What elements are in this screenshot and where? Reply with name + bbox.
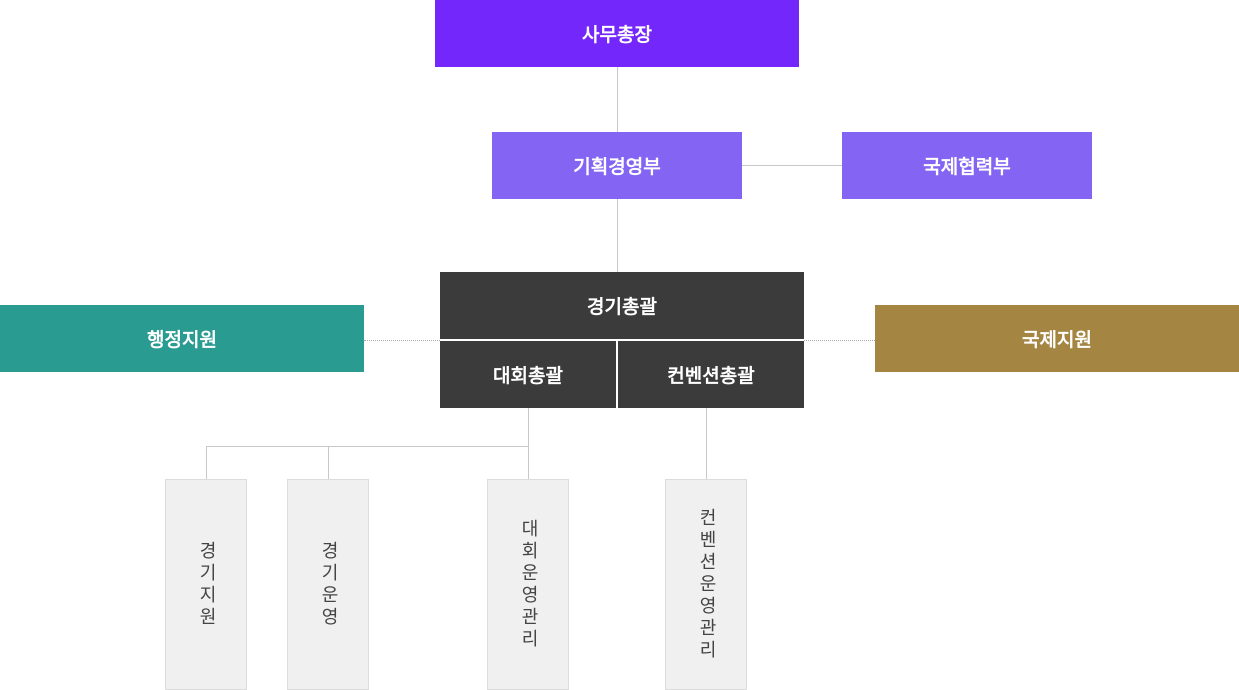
connector-games-operation: [328, 446, 329, 479]
admin-support-label: 행정지원: [147, 329, 217, 351]
convention-operation-label: 컨벤션운영관리: [696, 507, 717, 662]
connector-branch-horizontal: [206, 446, 529, 447]
games-operation-label: 경기운영: [318, 540, 339, 629]
competition-operation-label: 대회운영관리: [518, 518, 539, 651]
secretary-general-box[interactable]: 사무총장: [435, 0, 799, 67]
connector-competition-down: [528, 408, 529, 479]
international-support-box[interactable]: 국제지원: [875, 305, 1239, 372]
convention-operation-box[interactable]: 컨벤션운영관리: [665, 479, 747, 690]
games-support-box[interactable]: 경기지원: [165, 479, 247, 690]
connector-intl-support: [804, 340, 875, 341]
competition-operation-box[interactable]: 대회운영관리: [487, 479, 569, 690]
games-operation-box[interactable]: 경기운영: [287, 479, 369, 690]
games-support-label: 경기지원: [196, 540, 217, 629]
competition-general-box[interactable]: 대회총괄: [440, 341, 616, 408]
international-cooperation-box[interactable]: 국제협력부: [842, 132, 1092, 199]
convention-general-box[interactable]: 컨벤션총괄: [618, 341, 804, 408]
planning-management-label: 기획경영부: [573, 156, 661, 178]
games-general-label: 경기총괄: [587, 296, 657, 318]
games-general-box[interactable]: 경기총괄: [440, 272, 804, 339]
secretary-general-label: 사무총장: [582, 24, 652, 46]
connector-convention-down: [706, 408, 707, 479]
connector-secretary-planning: [617, 67, 618, 132]
international-support-label: 국제지원: [1022, 329, 1092, 351]
planning-management-box[interactable]: 기획경영부: [492, 132, 742, 199]
connector-games-support: [206, 446, 207, 479]
convention-general-label: 컨벤션총괄: [667, 365, 755, 387]
connector-planning-games: [617, 199, 618, 272]
connector-admin-support: [364, 340, 440, 341]
competition-general-label: 대회총괄: [493, 365, 563, 387]
international-cooperation-label: 국제협력부: [923, 156, 1011, 178]
connector-planning-intl-coop: [742, 165, 842, 166]
admin-support-box[interactable]: 행정지원: [0, 305, 364, 372]
